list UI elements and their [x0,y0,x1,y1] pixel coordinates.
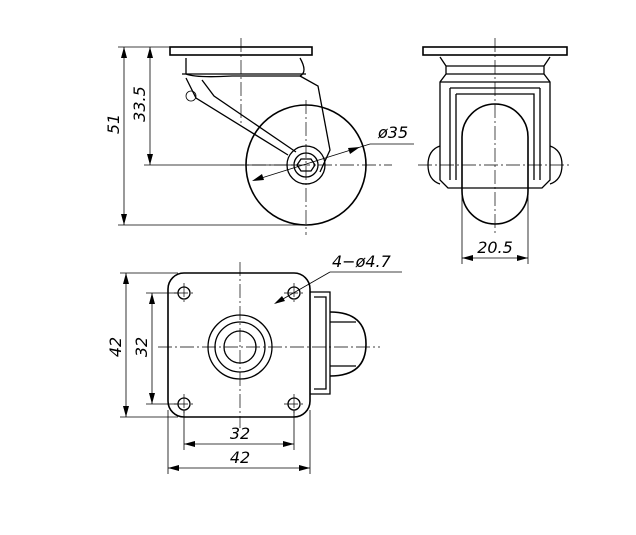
side-fork-inner [201,79,297,153]
dim-text-wheel-width: 20.5 [477,238,513,257]
dim-text-wheel-diameter: ø35 [377,123,408,142]
arrow [299,465,310,471]
arrow [149,393,155,404]
dim-text-hole-width: 32 [230,424,250,443]
arrow [121,214,127,225]
arrow [274,296,285,304]
arrow [517,255,528,261]
top-fork-side-inner [314,296,327,390]
arrow [147,47,153,58]
dim-text-plate-height: 42 [106,337,125,357]
arrow [147,154,153,165]
leader-holes [275,271,331,304]
dim-text-plate-width: 42 [230,448,250,467]
arrow [462,255,473,261]
side-view: 51 33.5 ø35 [104,38,414,235]
arrow [184,441,195,447]
top-wheel-outline [329,311,367,377]
top-view: 4−ø4.7 42 32 32 42 [106,252,402,474]
arrow [149,293,155,304]
arrow [283,441,294,447]
dim-text-hole-height: 32 [132,337,151,357]
top-plate [167,272,311,418]
front-fork-inner-2 [455,93,535,180]
arrow [348,147,360,154]
arrow [123,273,129,284]
dim-text-51: 51 [104,114,123,134]
arrow [121,47,127,58]
dim-text-33-5: 33.5 [130,86,149,122]
side-fork-front [185,77,289,156]
arrow [252,174,264,181]
dim-text-hole-spec: 4−ø4.7 [332,252,392,271]
arrow [123,406,129,417]
front-view: 20.5 [418,38,572,264]
side-rivet [185,90,197,102]
arrow [168,465,179,471]
side-swivel-housing [185,57,305,78]
top-fork-side [310,291,331,395]
